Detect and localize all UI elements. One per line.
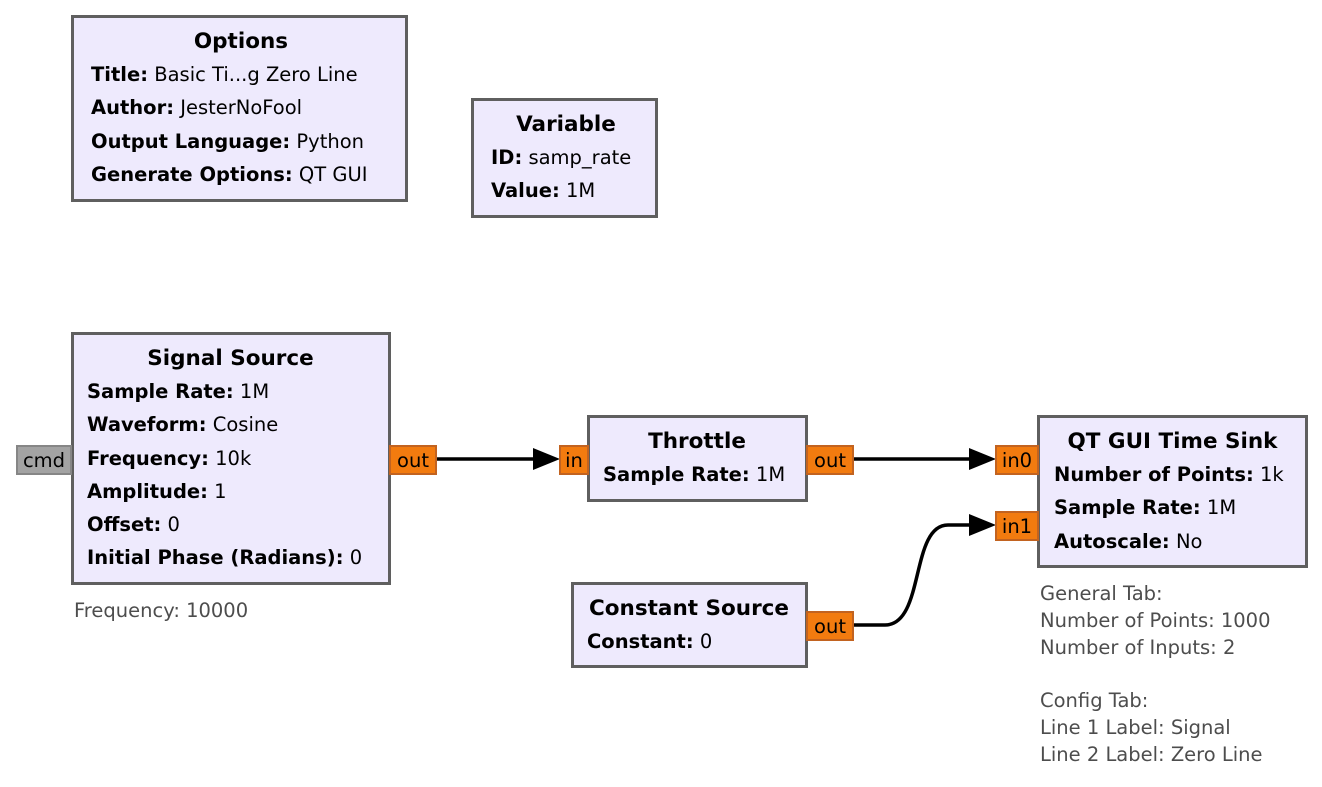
param-number-of-points: Number of Points: 1k — [1054, 463, 1284, 486]
param-output-language: Output Language: Python — [91, 129, 364, 153]
param-generate-options: Generate Options: QT GUI — [91, 162, 368, 186]
connection-constant-to-sink-in1[interactable] — [852, 523, 969, 627]
port-constant-source-out[interactable]: out — [806, 611, 854, 641]
signal-source-note: Frequency: 10000 — [74, 599, 249, 622]
param-frequency: Frequency: 10k — [87, 446, 252, 470]
variable-block[interactable]: Variable ID: samp_rate Value: 1M — [471, 98, 658, 218]
time-sink-block[interactable]: QT GUI Time Sink Number of Points: 1k Sa… — [1037, 415, 1308, 568]
block-title: Constant Source — [589, 596, 789, 621]
signal-source-block[interactable]: Signal Source Sample Rate: 1M Waveform: … — [71, 332, 391, 585]
port-time-sink-in1[interactable]: in1 — [995, 511, 1039, 541]
param-waveform: Waveform: Cosine — [87, 413, 279, 437]
param-sample-rate: Sample Rate: 1M — [603, 463, 786, 486]
param-id: ID: samp_rate — [491, 146, 632, 169]
block-title: Throttle — [648, 429, 746, 454]
arrowhead-sink-in1 — [969, 514, 996, 536]
arrowhead-sink-in0 — [969, 448, 996, 470]
port-time-sink-in0[interactable]: in0 — [995, 445, 1039, 475]
param-author: Author: JesterNoFool — [91, 96, 303, 120]
port-cmd[interactable]: cmd — [16, 445, 72, 475]
arrowhead-throttle-in — [533, 448, 560, 470]
port-throttle-in[interactable]: in — [559, 445, 589, 475]
param-autoscale: Autoscale: No — [1054, 529, 1203, 553]
throttle-block[interactable]: Throttle Sample Rate: 1M — [587, 415, 808, 502]
param-amplitude: Amplitude: 1 — [87, 479, 227, 503]
block-title: Options — [193, 29, 289, 54]
port-signal-source-out[interactable]: out — [389, 445, 437, 475]
param-sample-rate: Sample Rate: 1M — [87, 380, 270, 403]
block-title: Signal Source — [147, 346, 314, 371]
options-block[interactable]: Options Title: Basic Ti...g Zero Line Au… — [71, 15, 408, 202]
port-throttle-out[interactable]: out — [806, 445, 854, 475]
param-sample-rate: Sample Rate: 1M — [1054, 496, 1237, 520]
param-title: Title: Basic Ti...g Zero Line — [91, 63, 358, 86]
param-offset: Offset: 0 — [87, 513, 180, 537]
time-sink-note: General Tab: Number of Points: 1000 Numb… — [1040, 582, 1271, 766]
block-title: QT GUI Time Sink — [1067, 429, 1278, 454]
param-constant: Constant: 0 — [587, 630, 713, 653]
param-value: Value: 1M — [491, 179, 596, 203]
constant-source-block[interactable]: Constant Source Constant: 0 — [571, 582, 808, 668]
block-title: Variable — [516, 112, 616, 137]
param-initial-phase: Initial Phase (Radians): 0 — [87, 546, 363, 570]
